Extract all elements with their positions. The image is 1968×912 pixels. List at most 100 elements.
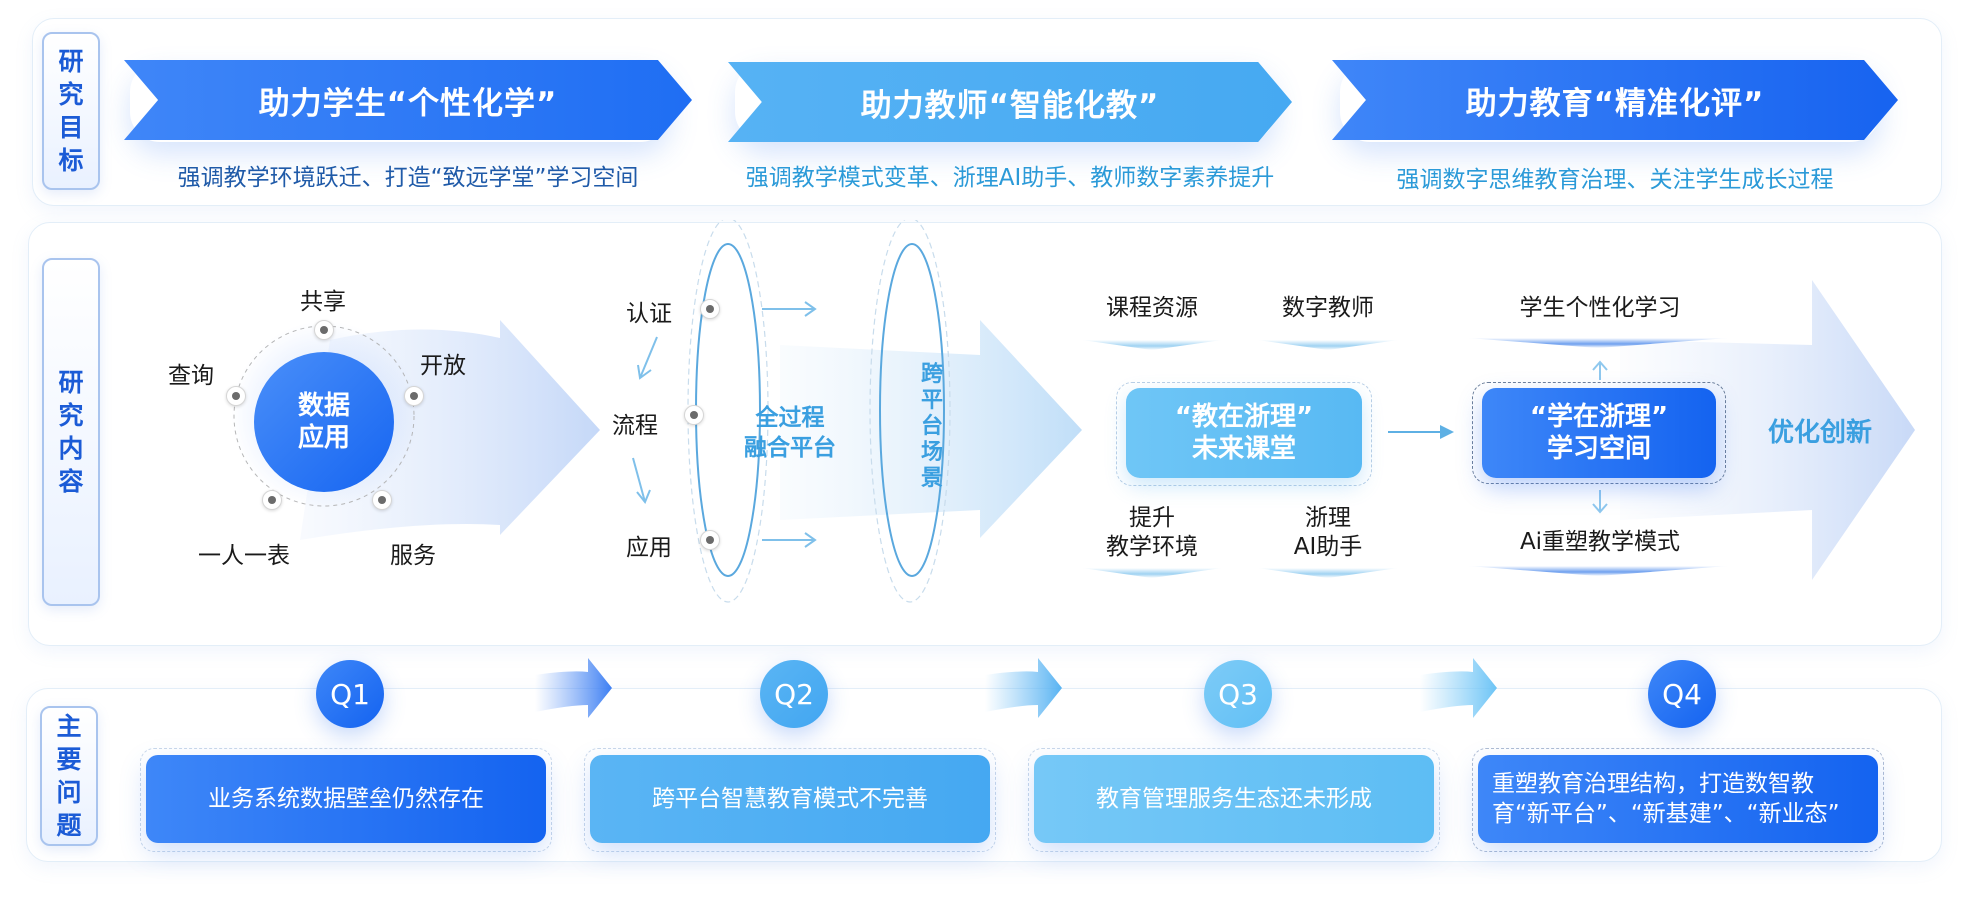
learning-bottom: Ai重塑教学模式 (1519, 529, 1681, 555)
data-ring (233, 325, 415, 507)
node-query: 查询 (168, 363, 214, 389)
classroom-to-learning-arrow (1388, 425, 1454, 439)
cross-text: 场 (920, 440, 943, 465)
label-char: 目 (58, 113, 84, 142)
label-char: 问 (56, 778, 82, 807)
q4-badge: Q4 (1648, 660, 1716, 728)
node-dot (404, 386, 424, 406)
goal-title: 助力教师“智能化教” (860, 87, 1160, 124)
problem-q4: 重塑教育治理结构，打造数智教育“新平台”、“新基建”、“新业态” (1478, 755, 1878, 843)
label-char: 要 (56, 745, 82, 774)
classroom-title: “教在浙理” (1174, 402, 1314, 432)
node-dot (372, 490, 392, 510)
goal-subtitle-teacher: 强调教学模式变革、浙理AI助手、教师数字素养提升 (745, 165, 1275, 191)
problem-frame (1472, 748, 1884, 852)
learning-title: 学习空间 (1546, 434, 1651, 464)
cross-ring-outer (869, 220, 951, 603)
node-dot (314, 320, 334, 340)
ring-dot (700, 530, 720, 550)
wing-divider (1082, 340, 1222, 350)
goals-section-label: 研 究 目 标 (42, 32, 100, 190)
content-section-label: 研 究 内 容 (42, 258, 100, 606)
connector-q2-q3 (985, 658, 1062, 718)
classroom-frame (1116, 382, 1372, 486)
cross-text: 平 (920, 388, 943, 413)
learning-vertical-arrows (1592, 360, 1608, 514)
flow-arrows-layer (233, 220, 1915, 603)
node-one-person-one-table: 一人一表 (198, 543, 290, 569)
learning-space-box: “学在浙理” 学习空间 (1482, 388, 1716, 478)
goal-title: 助力学生“个性化学” (258, 85, 558, 122)
platform-text: 全过程 (755, 405, 825, 431)
classroom-bottom-ai-assistant: 浙理 AI助手 (1258, 504, 1398, 562)
label-char: 研 (58, 47, 84, 76)
label-char: 容 (58, 467, 84, 496)
label-char: 题 (56, 811, 82, 840)
label-char: 究 (58, 80, 84, 109)
step-apply: 应用 (626, 535, 672, 561)
problem-connectors (535, 658, 1497, 718)
problem-q2: 跨平台智慧教育模式不完善 (590, 755, 990, 843)
ring-dot (700, 299, 720, 319)
q3-badge: Q3 (1204, 660, 1272, 728)
data-app-center: 数据 应用 (254, 352, 394, 492)
learning-top: 学生个性化学习 (1519, 295, 1681, 321)
cross-text: 跨 (920, 362, 943, 387)
label-char: 主 (56, 712, 82, 741)
label-char: 研 (58, 368, 84, 397)
text-line: 教学环境 (1106, 534, 1198, 560)
classroom-bottom-environment: 提升 教学环境 (1082, 504, 1222, 562)
text-line: AI助手 (1293, 534, 1363, 560)
goal-subtitle-education: 强调数字思维教育治理、关注学生成长过程 (1396, 167, 1834, 193)
goal-banner-teacher: 助力教师“智能化教” (728, 62, 1292, 142)
cross-text: 景 (920, 466, 943, 491)
text-line: 提升 (1129, 505, 1175, 531)
problems-section-label: 主 要 问 题 (40, 706, 98, 846)
problem-frame (1028, 748, 1440, 852)
cross-ring-inner (879, 243, 945, 577)
classroom-title: 未来课堂 (1191, 434, 1296, 464)
connector-q3-q4 (1420, 658, 1497, 718)
wing-divider (1468, 566, 1728, 576)
problem-q3: 教育管理服务生态还未形成 (1034, 755, 1434, 843)
classroom-top-resources: 课程资源 (1106, 295, 1198, 321)
node-service: 服务 (390, 543, 436, 569)
ring-dot (684, 405, 704, 425)
goal-banner-student: 助力学生“个性化学” (124, 60, 692, 140)
wing-divider (1258, 568, 1398, 578)
outcome-label: 优化创新 (1768, 418, 1873, 448)
wing-divider (1258, 340, 1398, 350)
arrow-learning-to-outcome (1620, 280, 1915, 580)
node-share: 共享 (300, 289, 346, 315)
wing-divider (1082, 568, 1222, 578)
future-classroom-box: “教在浙理” 未来课堂 (1126, 388, 1362, 478)
wing-divider (1468, 338, 1728, 348)
classroom-top-digital-teacher: 数字教师 (1282, 295, 1374, 321)
label-char: 究 (58, 401, 84, 430)
cross-text: 台 (920, 414, 943, 439)
learning-title: “学在浙理” (1529, 402, 1669, 432)
label-char: 内 (58, 434, 84, 463)
cross-platform-label: 跨 平 台 场 景 (916, 362, 948, 492)
platform-label: 全过程 融合平台 (732, 398, 848, 468)
learning-frame (1472, 382, 1726, 484)
connector-q1-q2 (535, 658, 612, 718)
center-text: 数据 (297, 391, 350, 421)
node-dot (226, 386, 246, 406)
goal-title: 助力教育“精准化评” (1465, 85, 1765, 122)
arrow-platform-to-classroom (780, 320, 1082, 538)
q2-badge: Q2 (760, 660, 828, 728)
node-open: 开放 (420, 353, 466, 379)
flow-small-arrows (632, 301, 817, 548)
goal-subtitle-student: 强调教学环境跃迁、打造“致远学堂”学习空间 (177, 165, 639, 191)
problem-frame (584, 748, 996, 852)
step-auth: 认证 (626, 301, 672, 327)
goal-banner-education: 助力教育“精准化评” (1332, 60, 1898, 140)
q1-badge: Q1 (316, 660, 384, 728)
problem-frame (140, 748, 552, 852)
platform-text: 融合平台 (744, 435, 836, 461)
center-text: 应用 (297, 423, 350, 453)
label-char: 标 (58, 146, 84, 175)
step-process: 流程 (612, 413, 658, 439)
text-line: 浙理 (1305, 505, 1351, 531)
